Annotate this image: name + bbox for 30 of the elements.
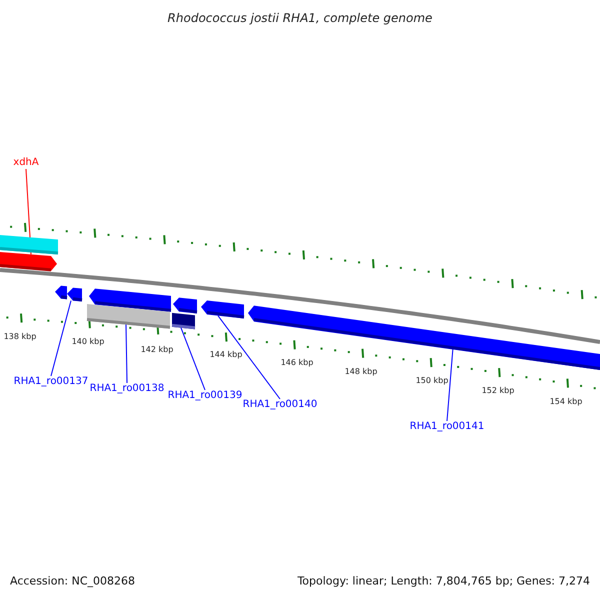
gene-bar	[86, 304, 170, 329]
leader-line	[50, 300, 72, 376]
leader-line	[180, 327, 206, 390]
gene-feature	[173, 298, 198, 314]
scale-label: 142 kbp	[140, 346, 174, 354]
gene-label: RHA1_ro00139	[168, 391, 242, 401]
scale-label: 148 kbp	[344, 368, 378, 376]
gene-feature	[67, 288, 82, 302]
scale-label: 138 kbp	[4, 333, 36, 341]
scale-label: 150 kbp	[416, 377, 448, 385]
scale-label: 154 kbp	[550, 398, 582, 406]
gene-feature	[201, 300, 244, 319]
gene-bar	[172, 312, 196, 330]
accession-text: Accession: NC_008268	[10, 576, 136, 586]
scale-label: 152 kbp	[482, 387, 514, 395]
genome-info-text: Topology: linear; Length: 7,804,765 bp; Genes: 7,274	[297, 576, 590, 586]
gene-label: xdhA	[13, 158, 39, 168]
scale-label: 144 kbp	[210, 351, 242, 359]
scale-label: 146 kbp	[280, 359, 314, 367]
gene-label: RHA1_ro00137	[14, 377, 88, 387]
gene-label: RHA1_ro00138	[90, 384, 164, 394]
gene-label: RHA1_ro00141	[410, 422, 484, 432]
gene-feature	[55, 286, 68, 300]
scale-label: 140 kbp	[72, 338, 104, 346]
leader-line	[446, 346, 454, 422]
chart-title: Rhodococcus jostii RHA1, complete genome	[168, 12, 432, 24]
leader-line	[218, 315, 280, 400]
gene-feature	[0, 252, 57, 272]
leader-line	[126, 324, 128, 384]
gene-label: RHA1_ro00140	[242, 400, 318, 410]
